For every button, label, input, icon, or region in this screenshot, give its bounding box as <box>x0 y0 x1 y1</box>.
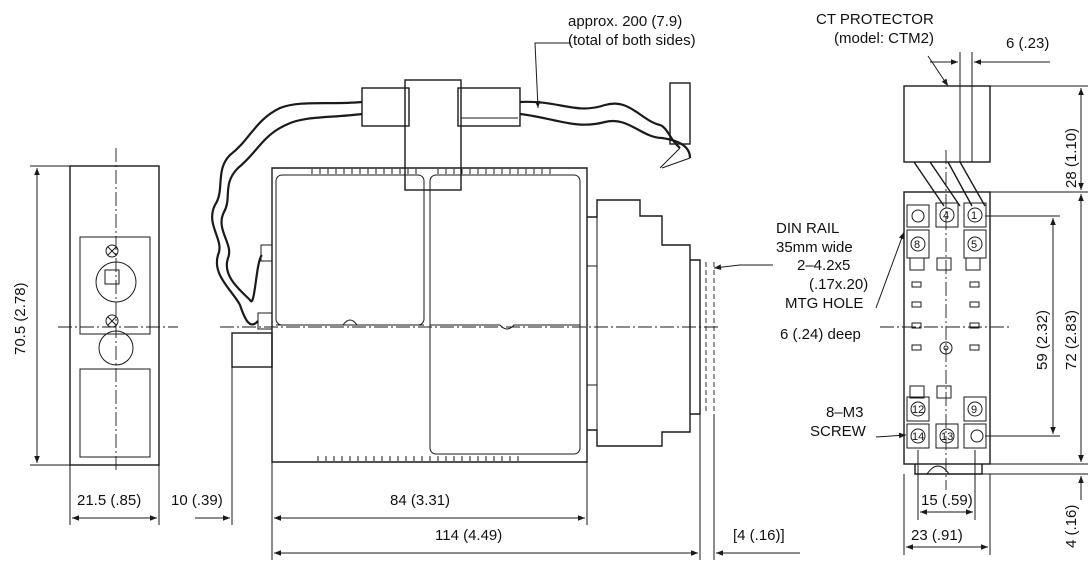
screw-spec: 8–M3 <box>826 404 864 421</box>
screw-icon <box>105 244 119 258</box>
terminal-number: 12 <box>912 404 924 416</box>
front-view-window <box>79 368 151 458</box>
terminal <box>935 202 959 228</box>
terminal-number: 14 <box>912 431 924 443</box>
dim-offset-10: 10 (.39) <box>171 492 223 509</box>
terminal-view: 4 1 8 5 12 9 14 13 <box>875 52 1088 555</box>
dim-width-23: 23 (.91) <box>911 527 963 544</box>
center-slots <box>911 281 980 355</box>
terminal <box>906 423 930 449</box>
ct-protector-label: CT PROTECTOR <box>816 11 934 28</box>
dim-pitch-59: 59 (2.32) <box>1034 310 1051 370</box>
dim-ct-28: 28 (1.10) <box>1063 128 1080 188</box>
dim-width-21-5: 21.5 (.85) <box>77 492 141 509</box>
terminal <box>935 423 959 449</box>
terminal <box>906 396 930 422</box>
terminal <box>963 202 987 228</box>
mtg-hole-size-inch: (.17x.20) <box>809 276 868 293</box>
ct-model-label: (model: CTM2) <box>834 30 934 47</box>
dim-height-70-5: 70.5 (2.78) <box>12 282 29 355</box>
din-rail-clip <box>690 259 701 415</box>
side-view <box>195 42 800 560</box>
wire-length-label: approx. 200 (7.9) <box>568 13 682 30</box>
rail-mount <box>587 199 691 447</box>
terminal-number: 13 <box>941 431 953 443</box>
dim-ct-6: 6 (.23) <box>1006 35 1049 52</box>
side-view-label-area <box>275 174 425 326</box>
side-view-knob <box>231 332 273 368</box>
dim-rail-4: [4 (.16)] <box>733 527 785 544</box>
ct-block <box>404 79 462 191</box>
front-view-panel <box>79 236 151 335</box>
ct-plug <box>361 87 410 127</box>
screw-label: SCREW <box>810 423 867 440</box>
mtg-hole-label: MTG HOLE <box>785 295 863 312</box>
side-tab <box>260 244 273 262</box>
terminal-number: 4 <box>943 210 949 222</box>
ct-sensor-head <box>669 82 691 145</box>
terminal-number: 1 <box>971 210 977 222</box>
terminal-block-body <box>903 191 991 465</box>
vent-slots-bottom <box>317 456 519 461</box>
ct-plug <box>457 87 521 127</box>
terminal <box>963 396 987 422</box>
dim-width-114: 114 (4.49) <box>435 527 502 544</box>
terminal-number: 5 <box>971 239 977 251</box>
terminal <box>906 204 930 228</box>
mtg-hole-depth: 6 (.24) deep <box>780 326 861 343</box>
vent-slots-top <box>311 169 551 174</box>
dim-width-84: 84 (3.31) <box>390 492 450 509</box>
front-view-body <box>69 165 160 466</box>
ct-protector-box <box>903 85 991 163</box>
side-view-label-area <box>429 174 581 455</box>
front-view <box>30 148 178 525</box>
dim-height-72: 72 (2.83) <box>1063 310 1080 370</box>
terminal-number: 9 <box>971 404 977 416</box>
mtg-hole-size: 2–4.2x5 <box>797 257 850 274</box>
din-rail-width: 35mm wide <box>776 239 853 256</box>
dim-width-15: 15 (.59) <box>921 492 973 509</box>
din-rail-label: DIN RAIL <box>776 220 839 237</box>
front-view-knob-slot <box>104 269 120 285</box>
wire-length-note: (total of both sides) <box>568 32 696 49</box>
terminal-number: 8 <box>914 239 920 251</box>
dim-bottom-4: 4 (.16) <box>1063 505 1080 548</box>
